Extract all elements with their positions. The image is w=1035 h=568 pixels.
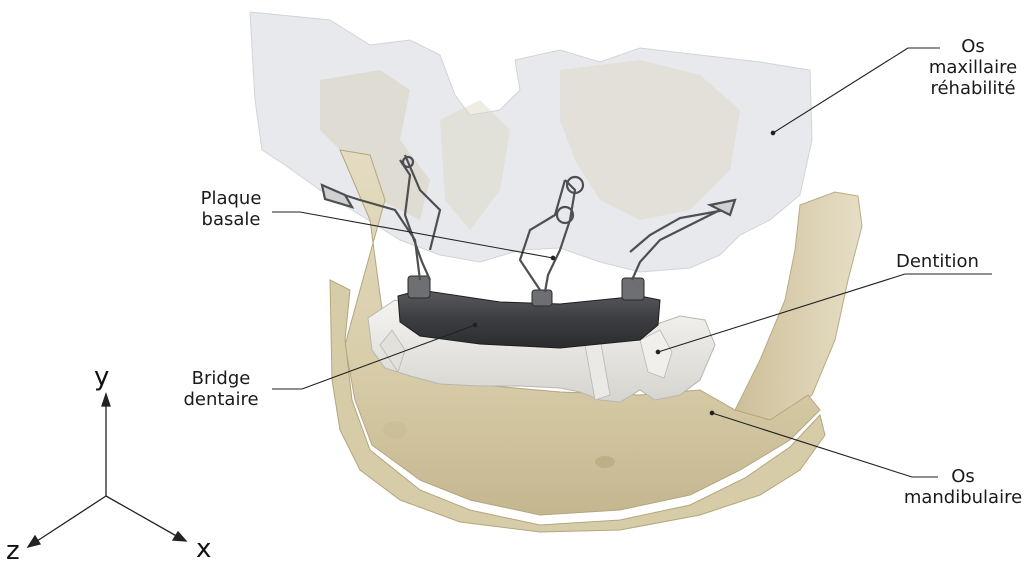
axis-triad [28,394,186,547]
label-maxillary-line1: Os [918,36,1028,57]
label-maxillary-line2: maxillaire [918,57,1028,78]
label-bridge: Bridge dentaire [172,368,270,410]
axis-label-x: x [196,536,211,562]
label-basal-plate: Plaque basale [188,188,274,230]
x-axis-arrow [173,532,186,541]
x-axis-line [106,496,180,538]
label-dentition: Dentition [896,251,979,272]
maxillary-bone [250,12,812,272]
label-dentition-line1: Dentition [896,251,979,272]
label-plate-line1: Plaque [188,188,274,209]
label-maxillary-line3: réhabilité [918,78,1028,99]
label-plate-line2: basale [188,209,274,230]
label-bridge-line1: Bridge [172,368,270,389]
y-axis-arrow [102,394,110,406]
axis-label-y: y [94,364,109,390]
axis-label-z: z [6,538,20,564]
label-maxillary-bone: Os maxillaire réhabilité [918,36,1028,99]
dental-bridge [398,276,660,348]
label-bridge-line2: dentaire [172,389,270,410]
label-mandible-line2: mandibulaire [895,487,1031,508]
label-mandible-line1: Os [895,466,1031,487]
z-axis-arrow [28,536,40,547]
label-mandible: Os mandibulaire [895,466,1031,508]
z-axis-line [34,496,106,543]
